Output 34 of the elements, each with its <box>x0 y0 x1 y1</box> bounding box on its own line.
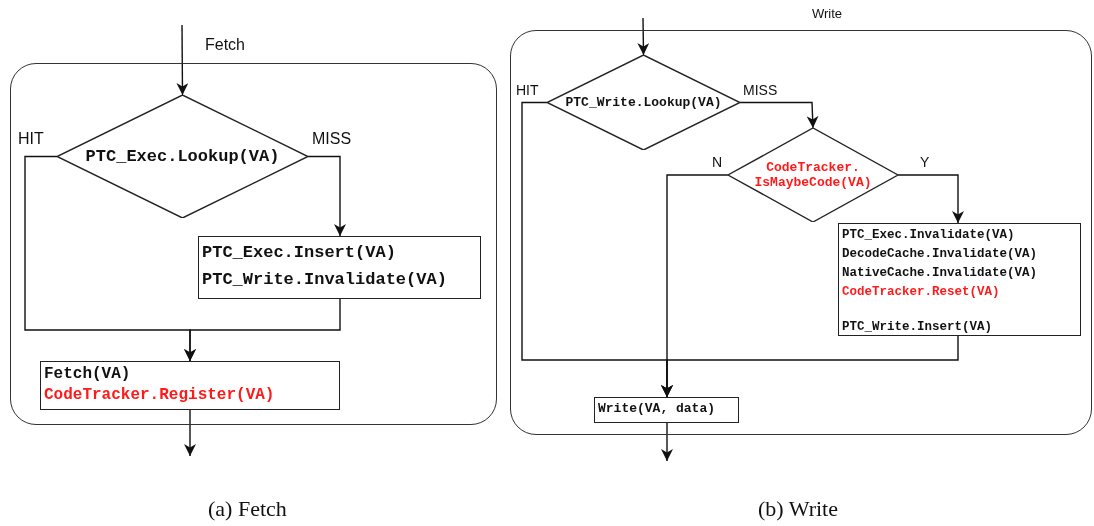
arrow <box>661 422 673 462</box>
process-box <box>838 223 1081 336</box>
code-line: Write(VA, data) <box>598 400 717 418</box>
arrow <box>184 298 341 362</box>
edge-label: N <box>711 154 724 170</box>
condition-text: PTC_Exec.Lookup(VA) <box>84 147 281 166</box>
figure-caption: (a) Fetch <box>208 496 287 522</box>
arrow <box>637 17 650 56</box>
edge-label: MISS <box>742 82 779 98</box>
figure-caption: (b) Write <box>758 496 838 522</box>
edge-label: Y <box>919 154 931 170</box>
condition-text: PTC_Write.Lookup(VA) <box>564 95 723 110</box>
process-box <box>594 397 739 423</box>
code-line: PTC_Exec.Insert(VA) <box>202 242 397 264</box>
code-line: PTC_Exec.Invalidate(VA) <box>842 227 1016 244</box>
code-line: CodeTracker.Reset(VA) <box>842 284 1001 301</box>
code-line: NativeCache.Invalidate(VA) <box>842 265 1039 282</box>
process-box <box>40 361 340 410</box>
arrow <box>897 174 964 224</box>
code-line: Fetch(VA) <box>44 364 132 385</box>
edge-label: HIT <box>515 82 540 98</box>
code-line: PTC_Write.Invalidate(VA) <box>202 269 448 291</box>
group-title: Write <box>812 6 843 21</box>
arrow <box>184 409 196 457</box>
group-title: Fetch <box>205 36 245 54</box>
code-line: DecodeCache.Invalidate(VA) <box>842 246 1039 263</box>
code-line: CodeTracker.Register(VA) <box>44 385 276 406</box>
arrow <box>307 155 346 237</box>
code-line: PTC_Write.Insert(VA) <box>842 319 994 336</box>
condition-text: CodeTracker. IsMaybeCode(VA) <box>753 160 873 190</box>
arrow <box>176 24 189 96</box>
arrow <box>661 335 959 398</box>
process-box <box>198 236 481 299</box>
arrow <box>739 101 819 129</box>
